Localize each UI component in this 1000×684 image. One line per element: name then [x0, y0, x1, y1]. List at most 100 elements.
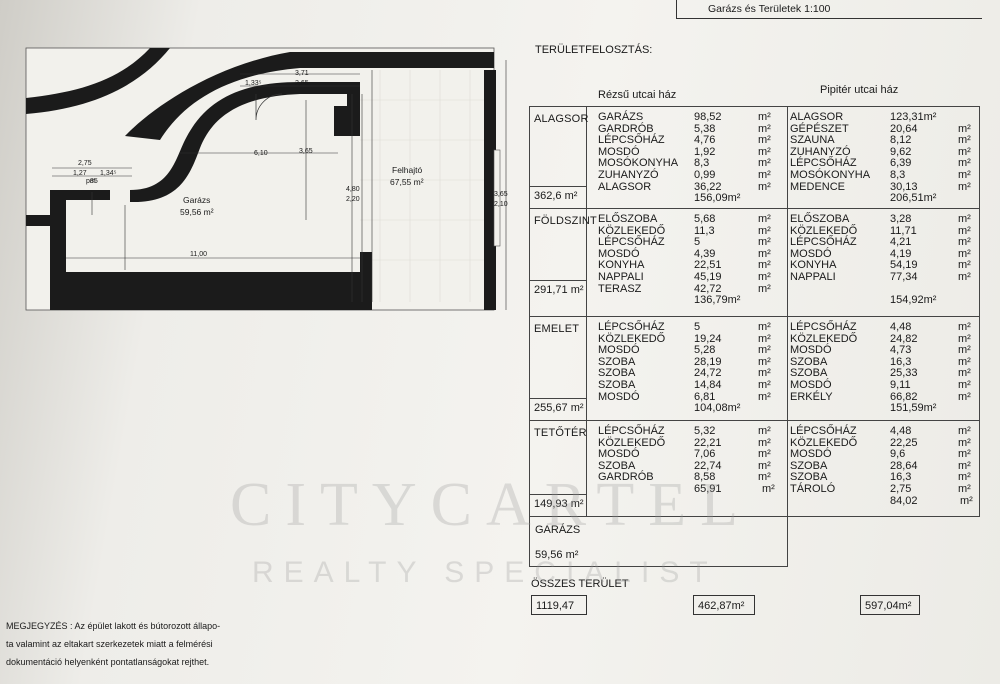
- room-unit: m²: [958, 483, 971, 495]
- room-area: 36,22: [694, 180, 722, 193]
- room-unit: m²: [758, 471, 771, 484]
- room-unit: m²: [958, 459, 971, 472]
- dim-label: 6,10: [254, 150, 268, 157]
- room-name: ERKÉLY: [790, 390, 833, 403]
- room-unit: m²: [758, 213, 771, 225]
- room-area: 25,33: [890, 367, 918, 380]
- room-name: LÉPCSŐHÁZ: [598, 236, 665, 249]
- room-area: 22,21: [694, 436, 722, 449]
- total-label: ÖSSZES TERÜLET: [531, 578, 629, 590]
- dim-label: 1,27: [73, 170, 87, 177]
- floor-sum-right: 154,92m²: [890, 294, 937, 307]
- ramp-side-wall: [484, 70, 496, 310]
- room-name: ALAGSOR: [598, 180, 652, 193]
- room-unit: m²: [758, 367, 771, 380]
- section-total: 362,6 m²: [534, 190, 578, 202]
- floor-sum-left: 104,08m²: [694, 402, 741, 415]
- room-area: 54,19: [890, 259, 918, 272]
- room-unit: m²: [758, 111, 771, 123]
- room-unit: m²: [758, 236, 771, 249]
- room-unit: m²: [958, 332, 971, 345]
- dim-label: 2,10: [494, 201, 508, 208]
- room-area: 2,75: [890, 483, 912, 495]
- room-area: 98,52: [694, 111, 722, 123]
- floor-sum-right: 151,59m²: [890, 402, 937, 415]
- room-name: MOSÓKONYHA: [598, 157, 679, 170]
- plan-ramp-area: 67,55 m²: [390, 177, 424, 187]
- door-swing: [255, 93, 283, 121]
- room-unit: m²: [958, 169, 971, 181]
- dim-label: 3,71: [295, 70, 309, 77]
- room-unit: m²: [758, 122, 771, 135]
- plan-ramp-label: Felhajtó: [392, 165, 423, 175]
- room-area: 22,51: [694, 259, 722, 272]
- room-name: ALAGSOR: [790, 111, 844, 123]
- room-area: 3,28: [890, 213, 912, 225]
- room-unit: m²: [758, 157, 771, 170]
- section-total: 255,67 m²: [534, 402, 584, 414]
- room-unit: m²: [758, 448, 771, 461]
- room-area: 24,82: [890, 332, 918, 345]
- room-name: LÉPCSŐHÁZ: [598, 321, 665, 333]
- room-unit: m²: [758, 282, 771, 295]
- room-name: KONYHA: [790, 259, 837, 272]
- room-area: 19,24: [694, 332, 722, 345]
- room-unit: m²: [758, 436, 771, 449]
- room-unit: m²: [758, 459, 771, 472]
- room-area: 6,81: [694, 390, 716, 403]
- room-name: MOSDÓ: [790, 247, 832, 260]
- room-name: KÖZLEKEDŐ: [598, 224, 666, 237]
- room-name: NAPPALI: [790, 271, 836, 283]
- room-unit: m²: [958, 367, 971, 380]
- room-name: SZOBA: [790, 355, 828, 368]
- dim-label: 1,33⁵: [245, 80, 262, 87]
- floor-sum-left: 156,09m²: [694, 192, 741, 205]
- room-unit: m²: [958, 247, 971, 260]
- room-name: MEDENCE: [790, 180, 846, 193]
- room-name: NAPPALI: [598, 271, 644, 283]
- room-area: 4,48: [890, 321, 912, 333]
- floor-sum-right: 206,51m²: [890, 192, 937, 205]
- table-title: TERÜLETFELOSZTÁS:: [535, 44, 653, 56]
- room-area: 5: [694, 236, 701, 249]
- room-area: 4,19: [890, 247, 912, 260]
- room-name: MOSDÓ: [790, 448, 832, 461]
- room-area: 8,3: [890, 169, 906, 181]
- room-area: 5,32: [694, 425, 716, 437]
- room-unit: m²: [958, 321, 971, 333]
- room-area: 28,64: [890, 459, 918, 472]
- room-name: SZAUNA: [790, 134, 835, 147]
- room-area: 9,62: [890, 145, 912, 158]
- section-label: EMELET: [534, 323, 580, 335]
- room-area: 6,39: [890, 157, 912, 170]
- room-unit: m²: [758, 180, 771, 193]
- room-name: LÉPCSŐHÁZ: [790, 321, 857, 333]
- room-unit: m²: [958, 134, 971, 147]
- floor-sum-right: 84,02: [890, 494, 918, 507]
- room-unit: m²: [758, 355, 771, 368]
- room-name: GARDRÓB: [598, 122, 654, 135]
- col-header-right: Pipitér utcai ház: [820, 84, 899, 96]
- room-name: GARÁZS: [598, 111, 644, 123]
- room-unit: m²: [758, 224, 771, 237]
- room-name: KÖZLEKEDŐ: [790, 436, 858, 449]
- plan-garage-label: Garázs: [183, 195, 211, 205]
- room-unit: m²: [758, 344, 771, 357]
- room-area: 5,38: [694, 122, 716, 135]
- room-name: LÉPCSŐHÁZ: [790, 425, 857, 437]
- column: [334, 106, 347, 136]
- room-area: 8,3: [694, 157, 710, 170]
- plan-garage-area: 59,56 m²: [180, 207, 214, 217]
- room-name: GÉPÉSZET: [790, 122, 849, 135]
- room-unit: m²: [758, 321, 771, 333]
- room-name: SZOBA: [790, 367, 828, 380]
- room-area: 14,84: [694, 379, 722, 391]
- room-unit: m²: [758, 425, 771, 437]
- room-name: LÉPCSŐHÁZ: [790, 236, 857, 249]
- room-unit: m²: [758, 379, 771, 391]
- section-label: FÖLDSZINT: [534, 215, 597, 227]
- room-unit: m²: [758, 271, 771, 283]
- total-right: 597,04m²: [860, 595, 920, 615]
- room-unit: m²: [758, 332, 771, 345]
